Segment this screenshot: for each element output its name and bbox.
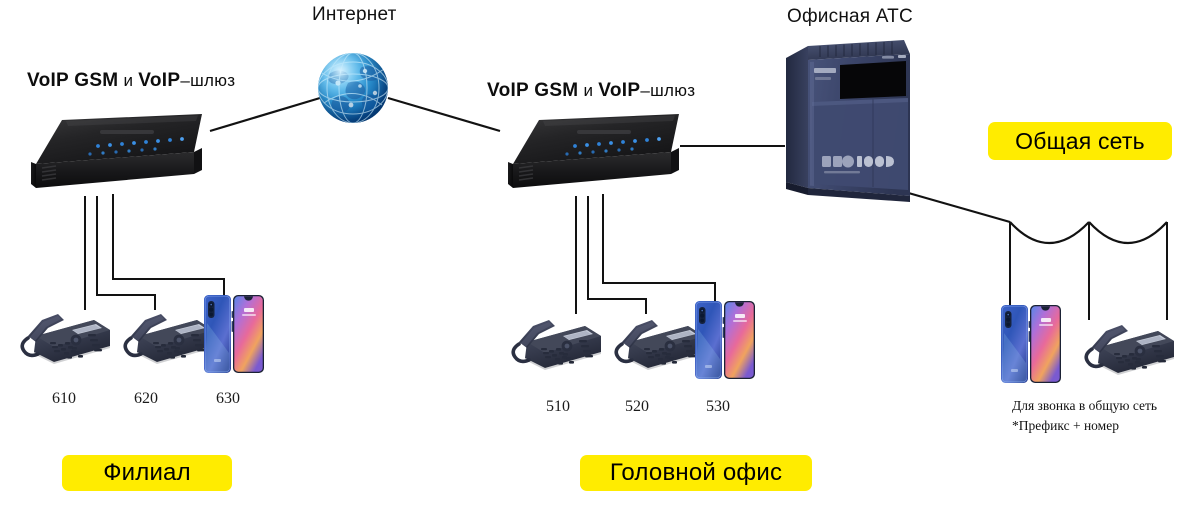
wire-head-ext-520-drop: [645, 298, 647, 314]
branch-gateway-label: VoIP GSM и VoIP–шлюз: [27, 70, 235, 92]
extension-label-510: 510: [546, 398, 570, 415]
branch-gateway-label-tail: –шлюз: [180, 71, 236, 90]
callout-public-network-text: Общая сеть: [1015, 127, 1145, 154]
wire-branch-ext-620-horizontal: [96, 294, 156, 296]
desk-phone-icon-610[interactable]: [14, 300, 114, 372]
extension-label-520: 520: [625, 398, 649, 415]
wire-head-ext-510: [575, 196, 577, 314]
smartphone-icon-530[interactable]: [694, 299, 756, 381]
branch-gateway-label-strong-a: VoIP GSM: [27, 70, 119, 91]
internet-globe-icon: [318, 53, 388, 123]
public-network-note-line-1: Для звонка в общую сеть: [1012, 398, 1158, 413]
pbx-label: Офисная АТС: [787, 6, 913, 27]
callout-head-office-text: Головной офис: [609, 459, 783, 486]
wire-branch-ext-620-vertical: [96, 196, 98, 296]
head-gateway-label-strong-a: VoIP GSM: [487, 80, 579, 101]
wire-head-ext-520-horizontal: [587, 298, 647, 300]
callout-branch: Филиал: [62, 455, 232, 491]
desk-phone-icon-620[interactable]: [117, 300, 217, 372]
wire-branch-ext-630-vertical: [112, 194, 114, 280]
wire-head-ext-530-drop: [714, 282, 716, 302]
wire-branch-ext-620-drop: [154, 294, 156, 310]
head-gateway-label: VoIP GSM и VoIP–шлюз: [487, 80, 695, 102]
wire-head-gateway-to-pbx: [680, 145, 785, 147]
extension-label-630: 630: [216, 390, 240, 407]
office-pbx-icon[interactable]: [778, 32, 918, 204]
pole-public-3: [1166, 222, 1168, 320]
desk-phone-icon-public[interactable]: [1078, 311, 1178, 383]
wire-head-ext-530-vertical: [602, 194, 604, 284]
branch-gateway-label-strong-b: VoIP: [138, 70, 181, 91]
pole-public-1: [1009, 222, 1011, 320]
extension-label-530: 530: [706, 398, 730, 415]
smartphone-icon-630[interactable]: [203, 293, 265, 375]
internet-label: Интернет: [312, 4, 397, 25]
callout-head-office: Головной офис: [580, 455, 812, 491]
head-gateway-label-tail: –шлюз: [640, 81, 696, 100]
wire-head-ext-530-horizontal: [602, 282, 716, 284]
callout-branch-text: Филиал: [103, 459, 191, 486]
callout-public-network: Общая сеть: [988, 122, 1172, 160]
desk-phone-icon-520[interactable]: [608, 306, 708, 378]
pole-public-2: [1088, 222, 1090, 320]
head-gateway-label-strong-b: VoIP: [598, 80, 641, 101]
head-gateway-label-and: и: [578, 81, 599, 100]
wire-head-ext-520-vertical: [587, 196, 589, 300]
desk-phone-icon-510[interactable]: [505, 306, 605, 378]
wire-branch-ext-630-drop: [223, 278, 225, 296]
voip-gateway-icon-head[interactable]: [503, 112, 693, 200]
wire-branch-ext-610: [84, 196, 86, 310]
smartphone-icon-public[interactable]: [1000, 303, 1062, 385]
extension-label-610: 610: [52, 390, 76, 407]
voip-gateway-icon-branch[interactable]: [26, 112, 216, 200]
wire-branch-ext-630-horizontal: [112, 278, 225, 280]
extension-label-620: 620: [134, 390, 158, 407]
branch-gateway-label-and: и: [118, 71, 139, 90]
public-network-note-line-2: *Префикс + номер: [1012, 418, 1119, 433]
